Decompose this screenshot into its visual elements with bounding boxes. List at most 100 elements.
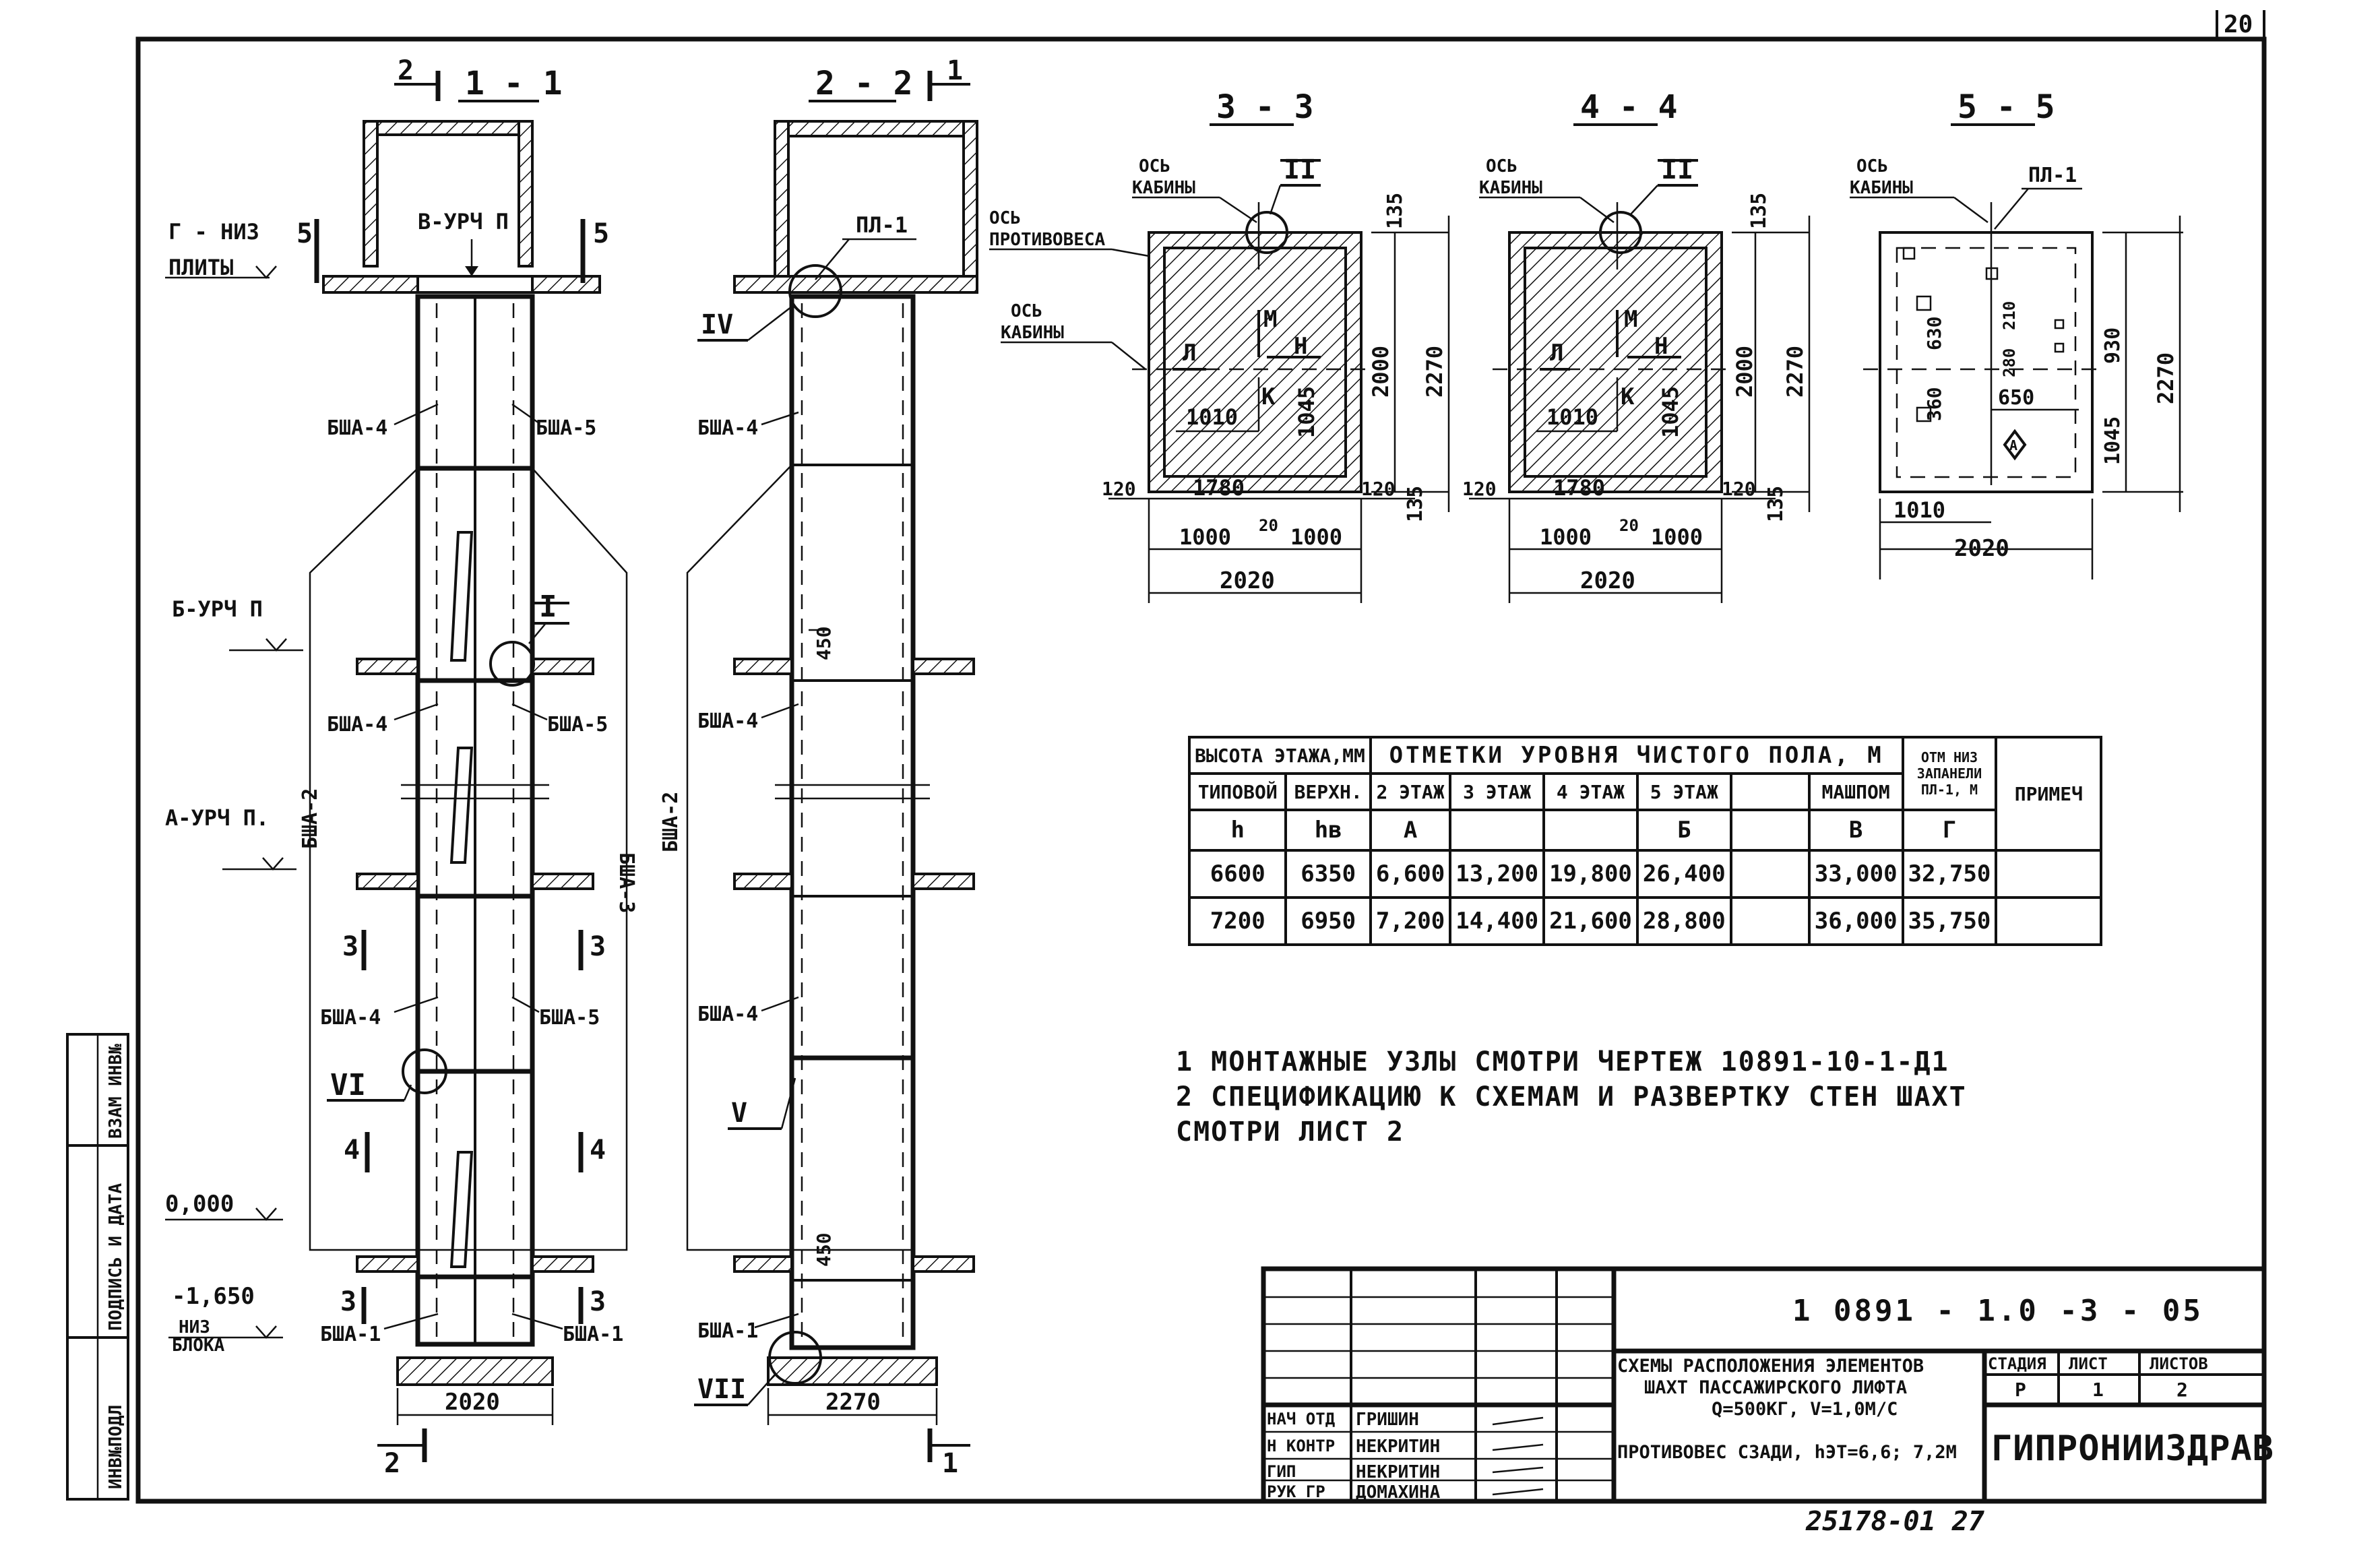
letter-N-33: Н bbox=[1294, 333, 1307, 360]
section-4-4: 4 - 4 ОСЬ КАБИНЫ II Л М Н К 1010 1045 13… bbox=[1462, 88, 1811, 603]
th-floor3: 3 ЭТАЖ bbox=[1449, 772, 1546, 811]
cell: 19,800 bbox=[1542, 849, 1639, 899]
th-c4 bbox=[1542, 809, 1639, 852]
archive-number: 25178-01 27 bbox=[1806, 1506, 1984, 1537]
cut-4-right: 4 bbox=[590, 1135, 606, 1166]
dim-630-55: 630 bbox=[1923, 316, 1945, 350]
label-bsha3: БША-3 bbox=[615, 852, 638, 913]
name-4: ДОМАХИНА bbox=[1356, 1482, 1441, 1503]
stamp-vzam-inv: ВЗАМ ИНВ№ bbox=[106, 1044, 126, 1139]
cell: 7200 bbox=[1187, 896, 1288, 946]
cell: 36,000 bbox=[1807, 896, 1904, 946]
cut-3-right-a: 3 bbox=[590, 931, 606, 962]
label-bsha1-b: БША-1 bbox=[563, 1323, 623, 1346]
th-note: ПРИМЕЧ bbox=[1995, 736, 2103, 852]
th-floor5: 5 ЭТАЖ bbox=[1635, 772, 1732, 811]
sheet-head: ЛИСТ bbox=[2069, 1354, 2108, 1373]
label-bsha2-a: БША-2 bbox=[299, 788, 322, 849]
dim-1045-55: 1045 bbox=[2101, 416, 2125, 465]
cell bbox=[1995, 849, 2103, 899]
dim-120-44a: 120 bbox=[1462, 478, 1497, 500]
cell: 28,800 bbox=[1635, 896, 1732, 946]
th-floor4: 4 ЭТАЖ bbox=[1542, 772, 1639, 811]
letter-K-33: К bbox=[1261, 383, 1276, 410]
dim-1780-33: 1780 bbox=[1193, 475, 1245, 501]
cut-mark-1-bottom: 1 bbox=[942, 1448, 958, 1479]
stamp-inv-podl: ИНВ№ПОДЛ bbox=[106, 1405, 126, 1489]
cell bbox=[1729, 896, 1811, 946]
stage-value: Р bbox=[2015, 1379, 2026, 1401]
level-niz: НИЗ bbox=[179, 1317, 210, 1338]
th-pl1-mark: ОТМ НИЗ ЗАПАНЕЛИ ПЛ-1, М bbox=[1901, 736, 1998, 811]
cell: 21,600 bbox=[1542, 896, 1639, 946]
dim-1000-33b: 1000 bbox=[1290, 524, 1342, 550]
cell: 33,000 bbox=[1807, 849, 1904, 899]
section-2-2: 2 - 2 1 ПЛ-1 IV 450 450 БША-4 БША-4 bbox=[659, 55, 978, 1479]
dim-135-33a: 135 bbox=[1383, 193, 1407, 229]
letter-L-33: Л bbox=[1183, 340, 1196, 367]
th-c6 bbox=[1729, 809, 1811, 852]
os-kab-44a: ОСЬ bbox=[1486, 156, 1517, 177]
level-a-urch: А-УРЧ П. bbox=[165, 805, 269, 831]
node-IV: IV bbox=[701, 309, 733, 340]
th-V: В bbox=[1807, 809, 1904, 852]
letter-A-55: А bbox=[2009, 437, 2017, 453]
doc-desc-2: ШАХТ ПАССАЖИРСКОГО ЛИФТА bbox=[1644, 1377, 1908, 1398]
dim-20-33: 20 bbox=[1259, 516, 1278, 535]
cut-4-left: 4 bbox=[344, 1135, 360, 1166]
label-bsha5-c: БША-5 bbox=[539, 1006, 600, 1030]
th-A: А bbox=[1369, 809, 1452, 852]
cell: 6950 bbox=[1284, 896, 1372, 946]
level-g-plity: ПЛИТЫ bbox=[168, 255, 233, 280]
label-bsha4-s22a: БША-4 bbox=[697, 416, 758, 440]
os-kab-33a: ОСЬ bbox=[1139, 156, 1170, 177]
dim-1000-44b: 1000 bbox=[1651, 524, 1703, 550]
level-zero: 0,000 bbox=[165, 1191, 234, 1218]
label-bsha4-b: БША-4 bbox=[327, 713, 387, 736]
name-1: ГРИШИН bbox=[1356, 1410, 1419, 1430]
dim-1045-33: 1045 bbox=[1294, 386, 1319, 438]
dim-2000-44: 2000 bbox=[1732, 346, 1757, 398]
doc-desc-3: Q=500КГ, V=1,0М/С bbox=[1712, 1399, 1898, 1420]
cell: 6350 bbox=[1284, 849, 1372, 899]
cell: 26,400 bbox=[1635, 849, 1732, 899]
section-5-5-title: 5 - 5 bbox=[1958, 88, 2055, 126]
dim-2270-33: 2270 bbox=[1422, 346, 1447, 398]
label-bsha1-a: БША-1 bbox=[320, 1323, 381, 1346]
dim-20-44: 20 bbox=[1619, 516, 1639, 535]
cell bbox=[1729, 849, 1811, 899]
label-bsha5-b: БША-5 bbox=[547, 713, 608, 736]
label-bsha2-b: БША-2 bbox=[659, 792, 683, 852]
label-pl1-s22: ПЛ-1 bbox=[856, 212, 908, 238]
note-2: 2 СПЕЦИФИКАЦИЮ К СХЕМАМ И РАЗВЕРТКУ СТЕН… bbox=[1176, 1081, 1967, 1112]
level-g-niz: Г - НИЗ bbox=[168, 219, 259, 245]
notes: 1 МОНТАЖНЫЕ УЗЛЫ СМОТРИ ЧЕРТЕЖ 10891-10-… bbox=[1176, 1044, 1967, 1150]
section-1-1: 1 - 1 2 В-УРЧ П Г - НИЗ ПЛИТЫ 5 5 bbox=[165, 55, 638, 1479]
dim-360-55: 360 bbox=[1923, 387, 1945, 421]
level-blok: БЛОКА bbox=[172, 1335, 225, 1356]
cell: 32,750 bbox=[1901, 849, 1998, 899]
dim-930-55: 930 bbox=[2101, 327, 2125, 364]
node-II-33: II bbox=[1284, 154, 1316, 185]
letter-L-44: Л bbox=[1550, 340, 1563, 367]
os-kab-44b: КАБИНЫ bbox=[1479, 178, 1542, 198]
cut-3-left-b: 3 bbox=[340, 1286, 356, 1317]
section-3-3: 3 - 3 ОСЬ КАБИНЫ II ОСЬ ПРОТИВОВЕСА ОСЬ … bbox=[989, 88, 1450, 603]
node-VI: VI bbox=[330, 1068, 366, 1102]
dim-1045-44: 1045 bbox=[1658, 386, 1683, 438]
label-bsha4-a: БША-4 bbox=[327, 416, 387, 440]
dim-1010-33: 1010 bbox=[1186, 404, 1238, 430]
cell: 35,750 bbox=[1901, 896, 1998, 946]
label-bsha1-s22: БША-1 bbox=[697, 1319, 758, 1343]
role-2: Н КОНТР bbox=[1267, 1437, 1336, 1455]
role-4: РУК ГР bbox=[1267, 1482, 1325, 1501]
dim-135-44a: 135 bbox=[1747, 193, 1771, 229]
cut-mark-5-left: 5 bbox=[296, 218, 313, 249]
dim-120-33a: 120 bbox=[1102, 478, 1136, 500]
th-empty bbox=[1729, 772, 1811, 811]
os-kab-33b: КАБИНЫ bbox=[1132, 178, 1195, 198]
name-3: НЕКРИТИН bbox=[1356, 1462, 1441, 1482]
stage-head: СТАДИЯ bbox=[1988, 1354, 2046, 1373]
label-bsha5-a: БША-5 bbox=[536, 416, 596, 440]
os-protiv-a: ОСЬ bbox=[989, 208, 1021, 228]
